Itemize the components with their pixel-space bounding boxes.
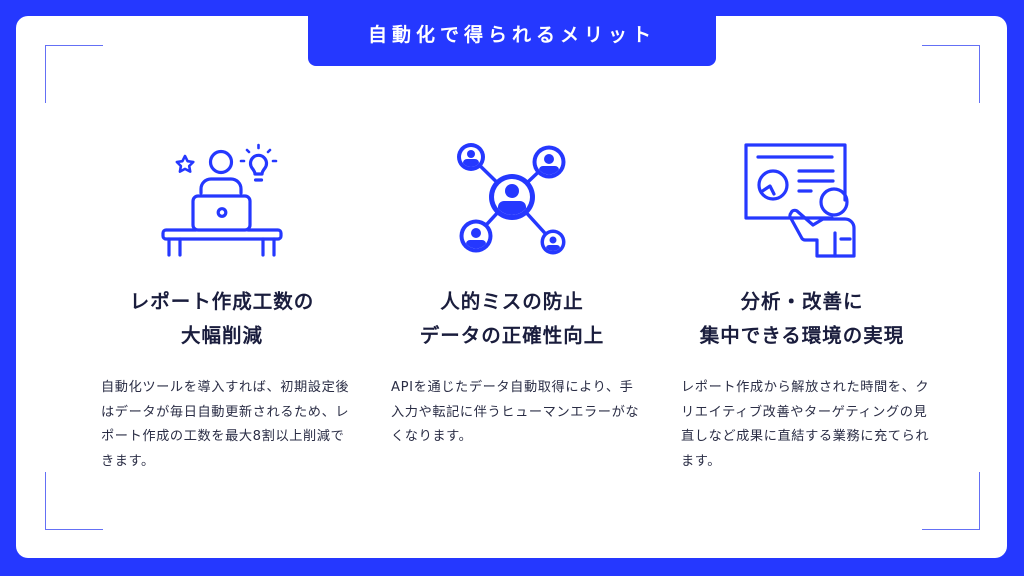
benefit-description: レポート作成から解放された時間を、クリエイティブ改善やターゲティングの見直しなど…: [681, 380, 930, 469]
slide-card: [16, 16, 1007, 558]
page-title: 自動化で得られるメリット: [367, 23, 656, 46]
corner-bracket-bottom-left: [45, 472, 103, 530]
benefit-heading: 分析・改善に 集中できる環境の実現: [699, 290, 905, 347]
corner-bracket-bottom-right: [922, 472, 980, 530]
benefit-heading: 人的ミスの防止 データの正確性向上: [419, 290, 605, 347]
presentation-analysis-icon: [744, 143, 856, 258]
benefit-description: APIを通じたデータ自動取得により、手入力や転記に伴うヒューマンエラーがなくなり…: [391, 380, 640, 444]
corner-bracket-top-right: [922, 45, 980, 103]
people-network-icon: [457, 143, 566, 255]
person-laptop-idea-icon: [161, 143, 283, 257]
corner-bracket-top-left: [45, 45, 103, 103]
benefit-description: 自動化ツールを導入すれば、初期設定後はデータが毎日自動更新されるため、レポート作…: [101, 380, 350, 469]
benefit-heading: レポート作成工数の 大幅削減: [129, 290, 315, 347]
title-banner: 自動化で得られるメリット: [308, 0, 716, 66]
